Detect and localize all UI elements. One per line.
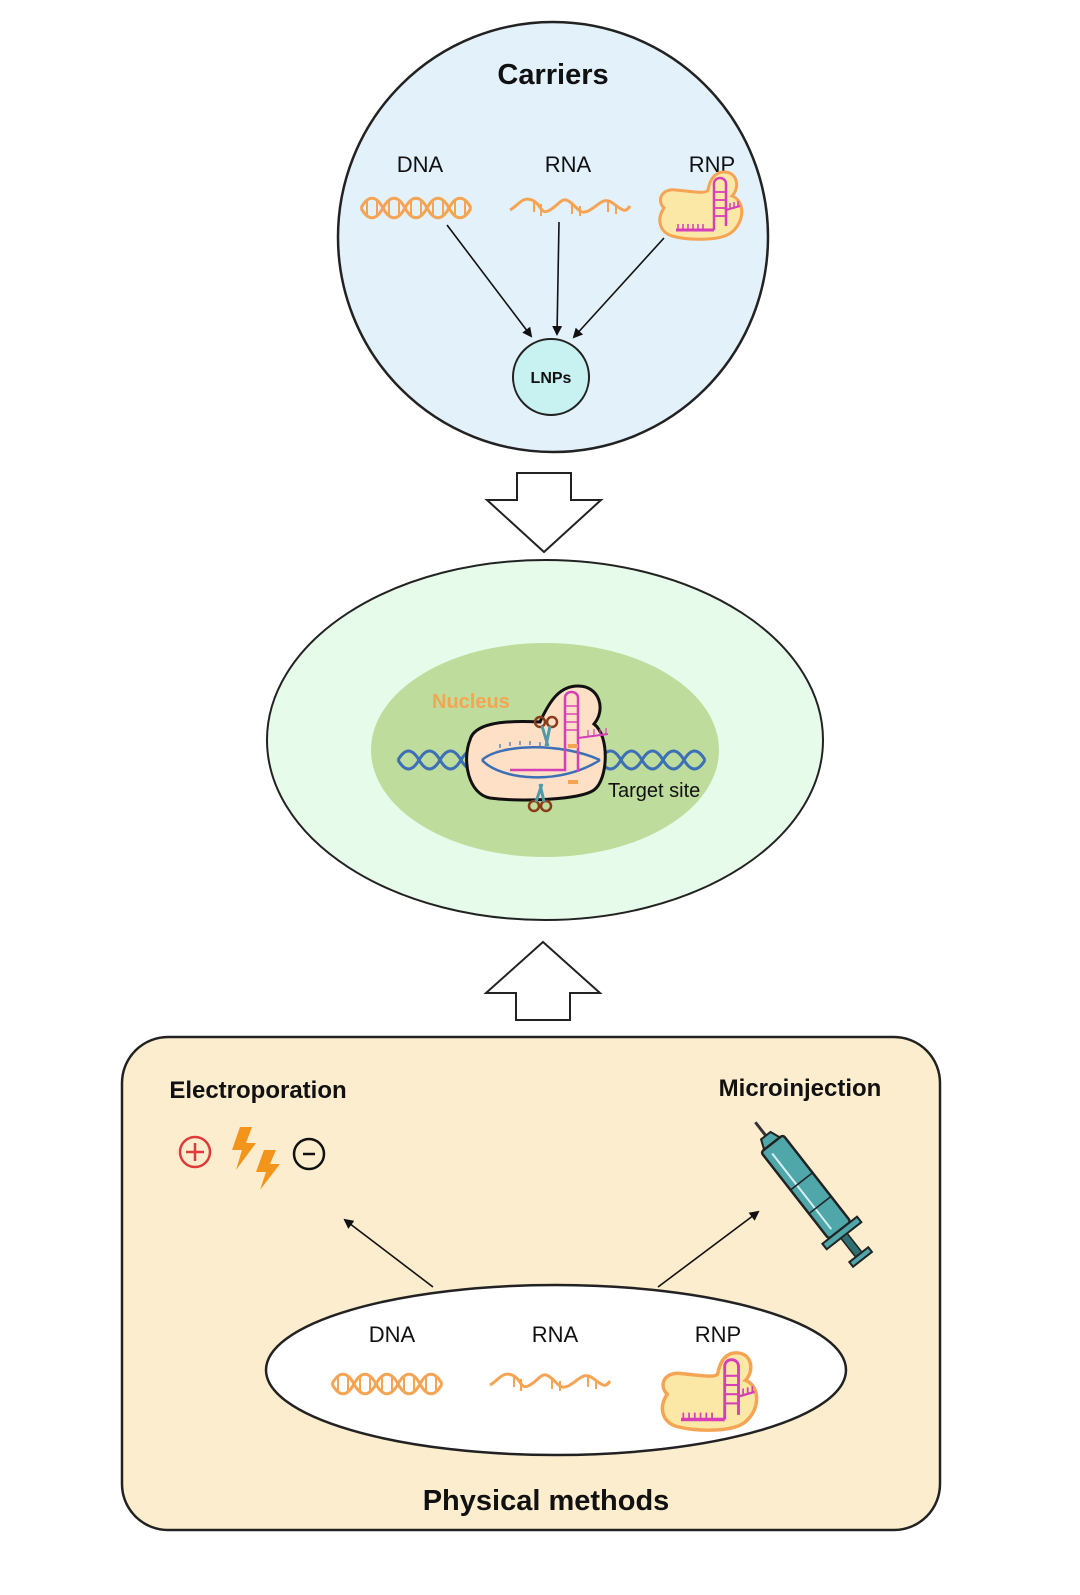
physical-rnp-label: RNP <box>695 1322 741 1347</box>
physical-methods-title: Physical methods <box>423 1485 670 1517</box>
lnps-label: LNPs <box>531 370 572 387</box>
carriers-rna-label: RNA <box>545 152 592 177</box>
arrow-rna-to-lnps <box>552 221 563 336</box>
block-arrow-up <box>483 940 603 1021</box>
arrow-to-electroporation <box>343 1218 434 1288</box>
cas9-complex <box>465 684 609 813</box>
payload-ellipse <box>264 1283 848 1457</box>
scissors-icon-bottom <box>527 783 553 813</box>
minus-electrode-icon <box>292 1137 326 1171</box>
arrow-dna-to-lnps <box>446 224 533 338</box>
arrow-rnp-to-lnps <box>572 237 665 339</box>
physical-dna-label: DNA <box>369 1322 416 1347</box>
block-arrow-down <box>484 472 604 554</box>
electroporation-label: Electroporation <box>169 1077 346 1104</box>
rnp-icon <box>658 170 744 241</box>
dna-icon <box>330 1372 444 1396</box>
rna-icon <box>509 197 632 216</box>
physical-methods-panel: Electroporation Microinjection <box>120 1035 942 1532</box>
rna-icon <box>489 1372 612 1391</box>
syringe-icon <box>754 1121 874 1269</box>
carriers-panel: Carriers DNA RNA RNP <box>336 20 770 454</box>
lightning-icon <box>232 1127 280 1190</box>
physical-rna-label: RNA <box>532 1322 579 1347</box>
nucleus-label: Nucleus <box>432 691 510 713</box>
microinjection-label: Microinjection <box>719 1075 882 1102</box>
carriers-dna-label: DNA <box>397 152 444 177</box>
rnp-icon <box>660 1351 759 1432</box>
dna-icon <box>359 196 473 220</box>
arrow-to-microinjection <box>657 1210 760 1288</box>
target-site-label: Target site <box>608 780 700 802</box>
lnps-circle <box>512 338 590 416</box>
scissors-icon-top <box>533 715 559 747</box>
plus-electrode-icon <box>178 1135 212 1169</box>
cell-panel: Nucleus <box>266 559 824 921</box>
carriers-title: Carriers <box>497 59 608 91</box>
